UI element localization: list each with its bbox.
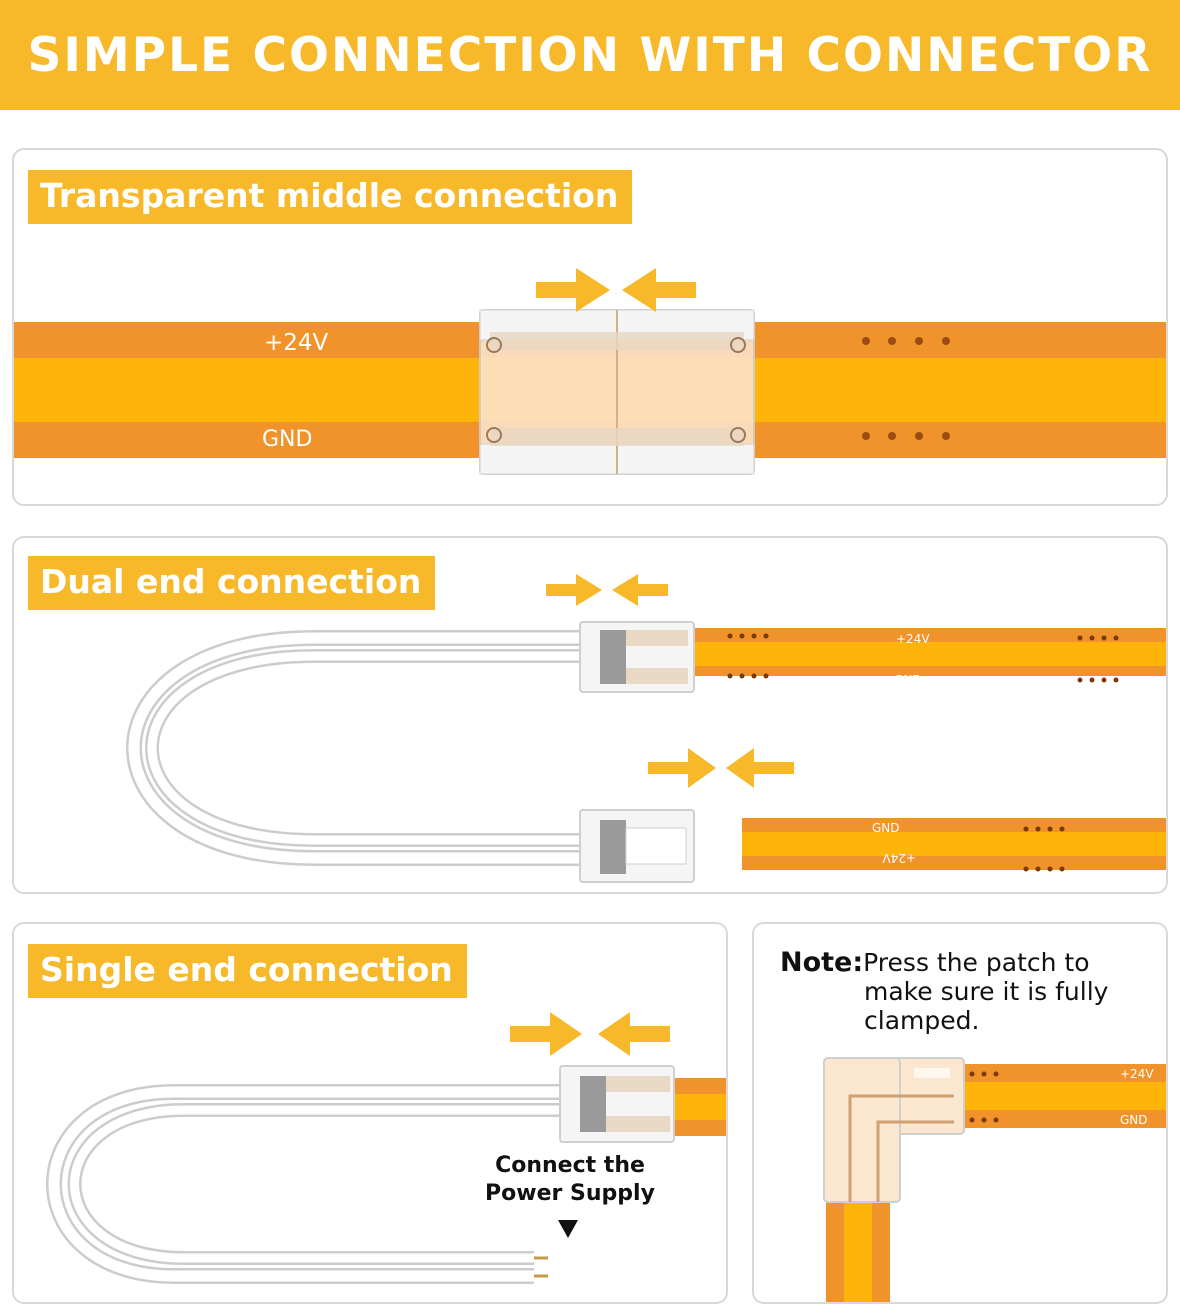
page-title: SIMPLE CONNECTION WITH CONNECTOR — [27, 27, 1153, 83]
dual-ground-label: GND — [894, 673, 922, 687]
power-supply-caption: Connect the Power Supply — [470, 1152, 670, 1208]
dual-ground-label-lower: GND — [872, 821, 900, 835]
positive-terminal-label: +24V — [264, 330, 329, 356]
down-arrow-icon — [558, 1220, 578, 1238]
panel-label-middle: Transparent middle connection — [28, 170, 633, 224]
solder-dots-top — [862, 337, 950, 345]
dual-press-arrows-upper — [546, 574, 668, 606]
panel-label-dual: Dual end connection — [28, 556, 436, 610]
jumper-wire — [128, 632, 584, 864]
panel-label-single: Single end connection — [28, 944, 467, 998]
caption-line-2: Power Supply — [485, 1181, 655, 1206]
upper-connector — [579, 621, 695, 693]
corner-positive-label: +24V — [1120, 1067, 1154, 1081]
dual-connection-illustration: +24V GND GND +24V — [126, 574, 1166, 883]
note-key: Note: — [780, 947, 864, 978]
panel-single-end-connection: Single end connection Connect the Power … — [12, 922, 728, 1304]
note-line-2: make sure it is fully — [864, 977, 1109, 1006]
single-press-arrows — [510, 1012, 670, 1056]
single-connector — [559, 1065, 675, 1143]
ground-terminal-label: GND — [262, 427, 312, 452]
dual-press-arrows-lower — [648, 748, 794, 788]
note-text: Note:Press the patch to make sure it is … — [780, 948, 1140, 1035]
dual-positive-label: +24V — [896, 632, 930, 646]
panel-middle-connection: +24V GND Transparent middle connection — [12, 148, 1168, 506]
single-connection-illustration — [46, 1012, 726, 1284]
lower-connector — [579, 809, 695, 883]
dual-positive-label-lower: +24V — [882, 851, 916, 865]
panel-note: Note:Press the patch to make sure it is … — [752, 922, 1168, 1304]
panel-dual-end-connection: +24V GND GND +24V Dual end connection — [12, 536, 1168, 894]
header-banner: SIMPLE CONNECTION WITH CONNECTOR — [0, 0, 1180, 110]
dual-solder-dots — [727, 633, 1119, 872]
power-wire — [48, 1086, 562, 1282]
press-arrows — [536, 268, 696, 312]
note-line-1: Press the patch to — [863, 948, 1090, 977]
corner-ground-label: GND — [1120, 1113, 1148, 1127]
corner-solder-dots — [969, 1071, 999, 1123]
transparent-connector — [479, 309, 755, 475]
middle-connection-illustration: +24V GND — [14, 268, 1166, 475]
corner-connector — [823, 1057, 965, 1203]
caption-line-1: Connect the — [495, 1153, 645, 1178]
solder-dots-bottom — [862, 432, 950, 440]
note-line-3: clamped. — [864, 1006, 980, 1035]
corner-connection-illustration: +24V GND — [823, 1057, 1166, 1302]
